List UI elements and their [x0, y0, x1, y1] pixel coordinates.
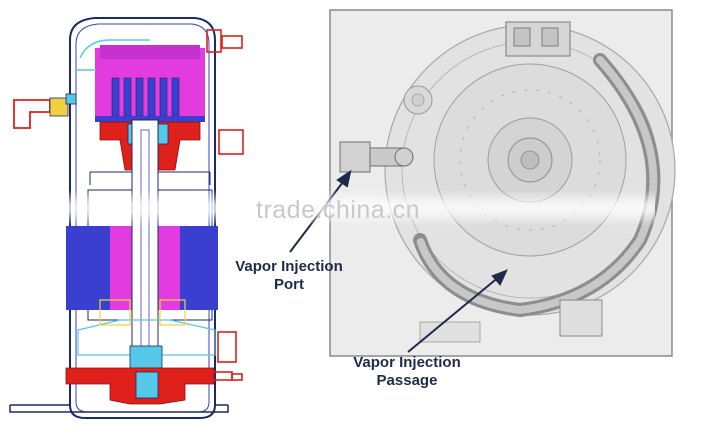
lower-bearing-frame — [77, 319, 216, 356]
oil-pickup — [135, 371, 159, 399]
scroll-top-plate — [100, 45, 200, 59]
compressor-base — [9, 404, 229, 413]
watermark: trade.china.cn — [256, 196, 421, 224]
label-vapor-injection-passage: Vapor Injection Passage — [340, 354, 474, 390]
scroll-base-plate — [95, 116, 205, 122]
label-passage-line1: Vapor Injection — [353, 354, 461, 371]
label-port-line1: Vapor Injection — [235, 258, 343, 275]
rotor-right — [158, 226, 180, 310]
terminal-block — [505, 21, 571, 57]
compressor-inner-shell — [75, 23, 210, 413]
port-arrow-head — [336, 169, 352, 188]
scroll-photo — [329, 9, 676, 357]
suction-fittings — [206, 29, 244, 381]
injection-port-fitting — [339, 141, 414, 173]
label-passage-line2: Passage — [376, 372, 438, 389]
crankshaft-bore — [140, 129, 150, 381]
bolt-circle — [459, 89, 601, 231]
hub-center — [520, 150, 540, 170]
passage-arrow-line — [407, 275, 501, 353]
vapor-injection-fitting — [13, 93, 77, 129]
stator-right — [180, 226, 218, 310]
mounting-tab — [559, 299, 603, 337]
label-vapor-injection-port: Vapor Injection Port — [222, 258, 356, 294]
compressor-cutaway-drawing — [9, 17, 244, 419]
stator-left — [66, 226, 110, 310]
watermark-band — [55, 190, 655, 226]
passage-arrow-head — [491, 269, 508, 286]
lower-counterweight — [99, 299, 186, 326]
rotor-left — [110, 226, 132, 310]
label-port-line2: Port — [274, 276, 304, 293]
injection-line — [76, 39, 150, 71]
lower-bushing — [129, 345, 163, 369]
